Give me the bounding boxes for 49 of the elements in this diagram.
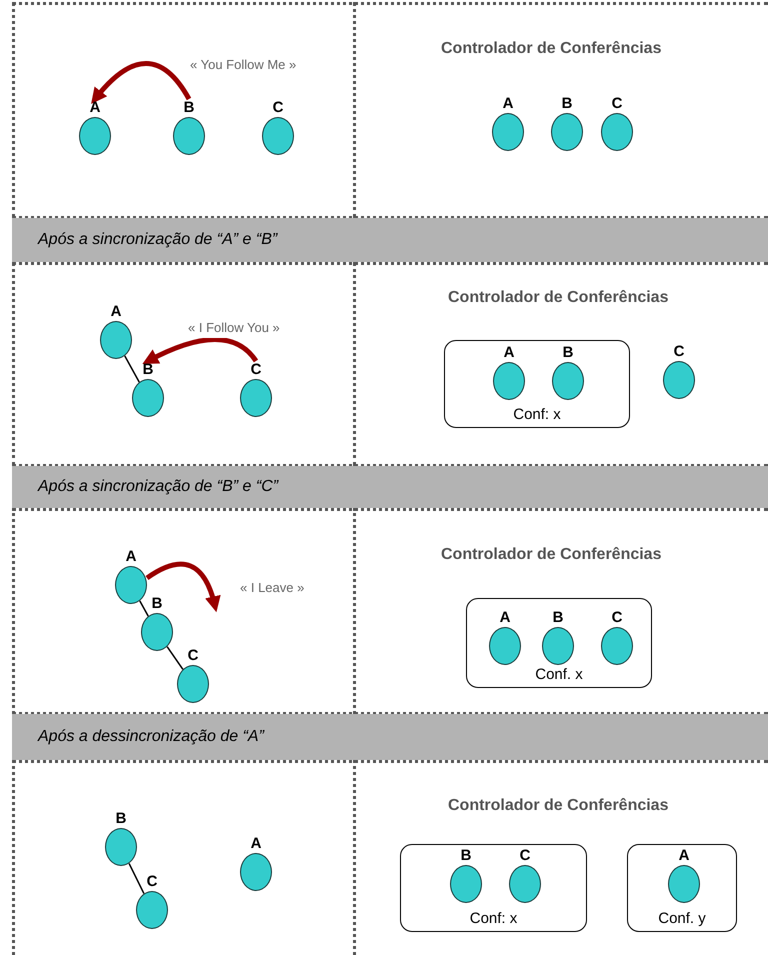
- section-band: [12, 466, 768, 508]
- band-caption: Após a sincronização de “A” e “B”: [38, 230, 278, 250]
- node-letter: B: [460, 847, 472, 865]
- conference-label: Conf. y: [657, 908, 707, 928]
- section-band: [12, 714, 768, 760]
- link-line: [128, 863, 145, 894]
- link-line: [124, 356, 140, 382]
- node-letter: A: [250, 835, 262, 853]
- band-caption: Após a sincronização de “B” e “C”: [38, 477, 278, 497]
- node-letter: A: [500, 609, 510, 627]
- node-letter: B: [184, 99, 194, 117]
- node-letter: C: [520, 847, 530, 865]
- link-line: [166, 646, 184, 670]
- curved-arrow: [142, 337, 258, 364]
- node-letter: A: [504, 344, 514, 362]
- panel-heading: Controlador de Conferências: [441, 39, 662, 59]
- section-band: [12, 218, 768, 262]
- node-letter: C: [612, 95, 622, 113]
- node-letter: C: [146, 873, 158, 891]
- conference-box: [627, 844, 737, 932]
- conference-label: Conf: x: [468, 908, 518, 928]
- node-letter: A: [110, 303, 122, 321]
- node-letter: A: [678, 847, 690, 865]
- panel-heading: Controlador de Conferências: [441, 545, 662, 565]
- node-letter: B: [142, 361, 154, 379]
- node-letter: C: [612, 609, 622, 627]
- node-letter: B: [552, 609, 564, 627]
- node-letter: A: [90, 99, 100, 117]
- node-letter: B: [152, 595, 162, 613]
- node-letter: B: [116, 810, 126, 828]
- conference-box: [444, 340, 630, 428]
- panel-heading: Controlador de Conferências: [448, 288, 668, 308]
- band-caption: Após a dessincronização de “A”: [38, 727, 264, 747]
- curved-arrow: [146, 562, 220, 612]
- node-letter: A: [126, 548, 136, 566]
- node-letter: C: [188, 647, 198, 665]
- node-letter: C: [674, 343, 684, 361]
- link-line: [139, 600, 149, 616]
- conference-label: Conf. x: [534, 664, 584, 684]
- conference-label: Conf: x: [512, 404, 562, 424]
- panel-heading: Controlador de Conferências: [448, 796, 668, 816]
- node-letter: C: [250, 361, 262, 379]
- curved-arrow: [90, 61, 192, 104]
- node-letter: A: [502, 95, 514, 113]
- node-letter: B: [562, 344, 574, 362]
- node-letter: B: [562, 95, 572, 113]
- conference-box: [466, 598, 652, 688]
- node-letter: C: [272, 99, 284, 117]
- conference-box: [400, 844, 587, 932]
